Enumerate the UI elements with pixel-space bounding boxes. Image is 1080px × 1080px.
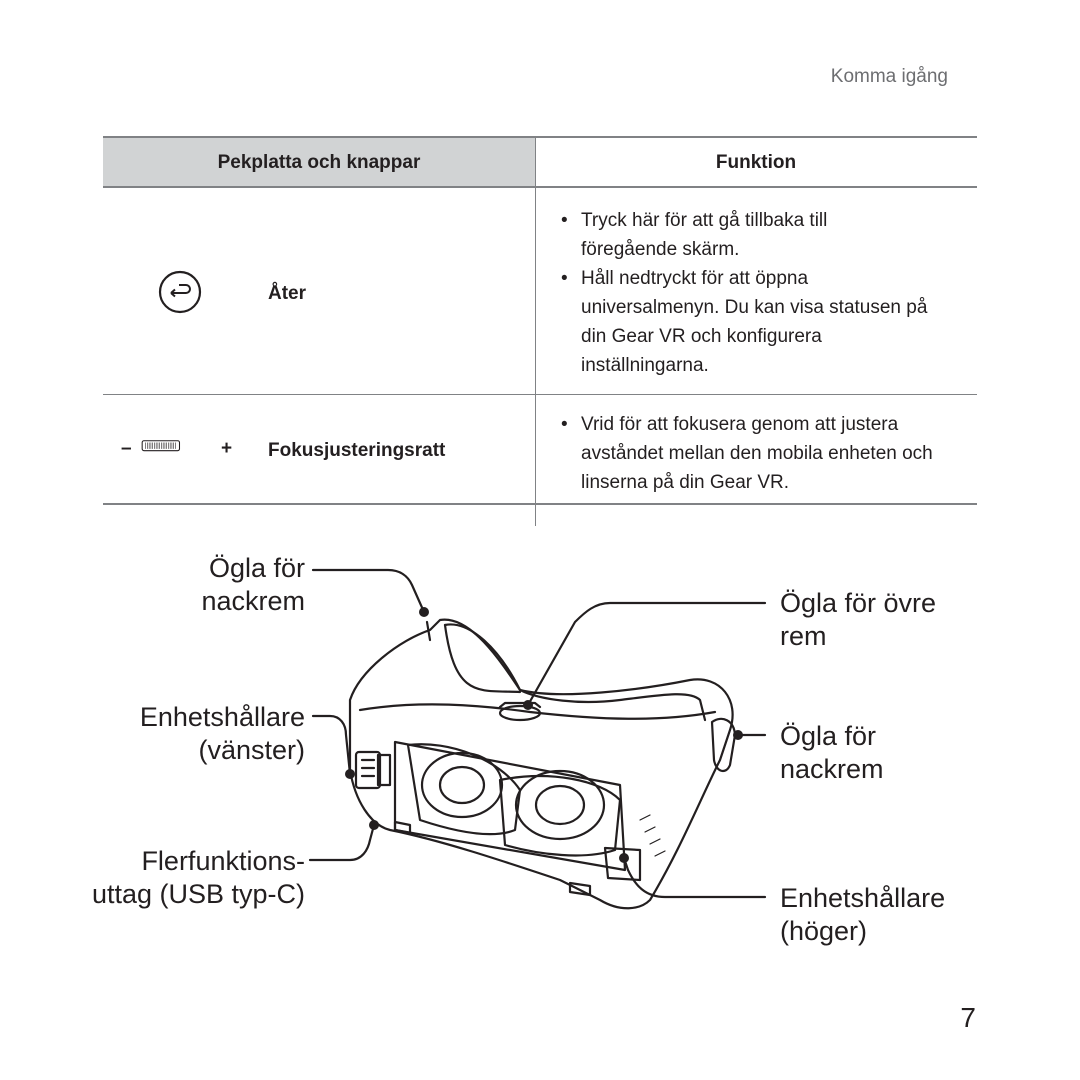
list-item: Vrid för att fokusera genom att justera … <box>561 410 951 497</box>
focus-wheel-icon <box>141 440 181 452</box>
list-item: Tryck här för att gå tillbaka till föreg… <box>561 206 871 264</box>
label-device-holder-right: Enhetshållare (höger) <box>780 883 946 946</box>
label-right-strap-loop: Ögla för nackrem <box>780 721 884 784</box>
table-header-buttons: Pekplatta och knappar <box>217 152 421 173</box>
label-left-strap-loop: Ögla för nackrem <box>201 553 305 616</box>
focus-function-list: Vrid för att fokusera genom att justera … <box>561 410 951 497</box>
page-number: 7 <box>960 1002 976 1033</box>
back-button-name: Åter <box>268 283 307 304</box>
table-header-function: Funktion <box>715 152 797 173</box>
back-function-list: Tryck här för att gå tillbaka till föreg… <box>561 206 951 380</box>
focus-plus-sign: + <box>221 438 233 459</box>
label-device-holder-left: Enhetshållare (vänster) <box>139 702 305 765</box>
focus-wheel-name: Fokusjusteringsratt <box>268 440 446 461</box>
section-header: Komma igång <box>830 66 948 87</box>
back-icon <box>158 270 202 314</box>
label-top-strap-loop: Ögla för övre rem <box>780 588 937 651</box>
focus-minus-sign: – <box>121 438 132 459</box>
label-usb-port: Flerfunktions- uttag (USB typ-C) <box>91 846 305 909</box>
list-item: Håll nedtryckt för att öppna universalme… <box>561 264 951 380</box>
table-header-row: Pekplatta och knappar Funktion <box>103 136 977 188</box>
